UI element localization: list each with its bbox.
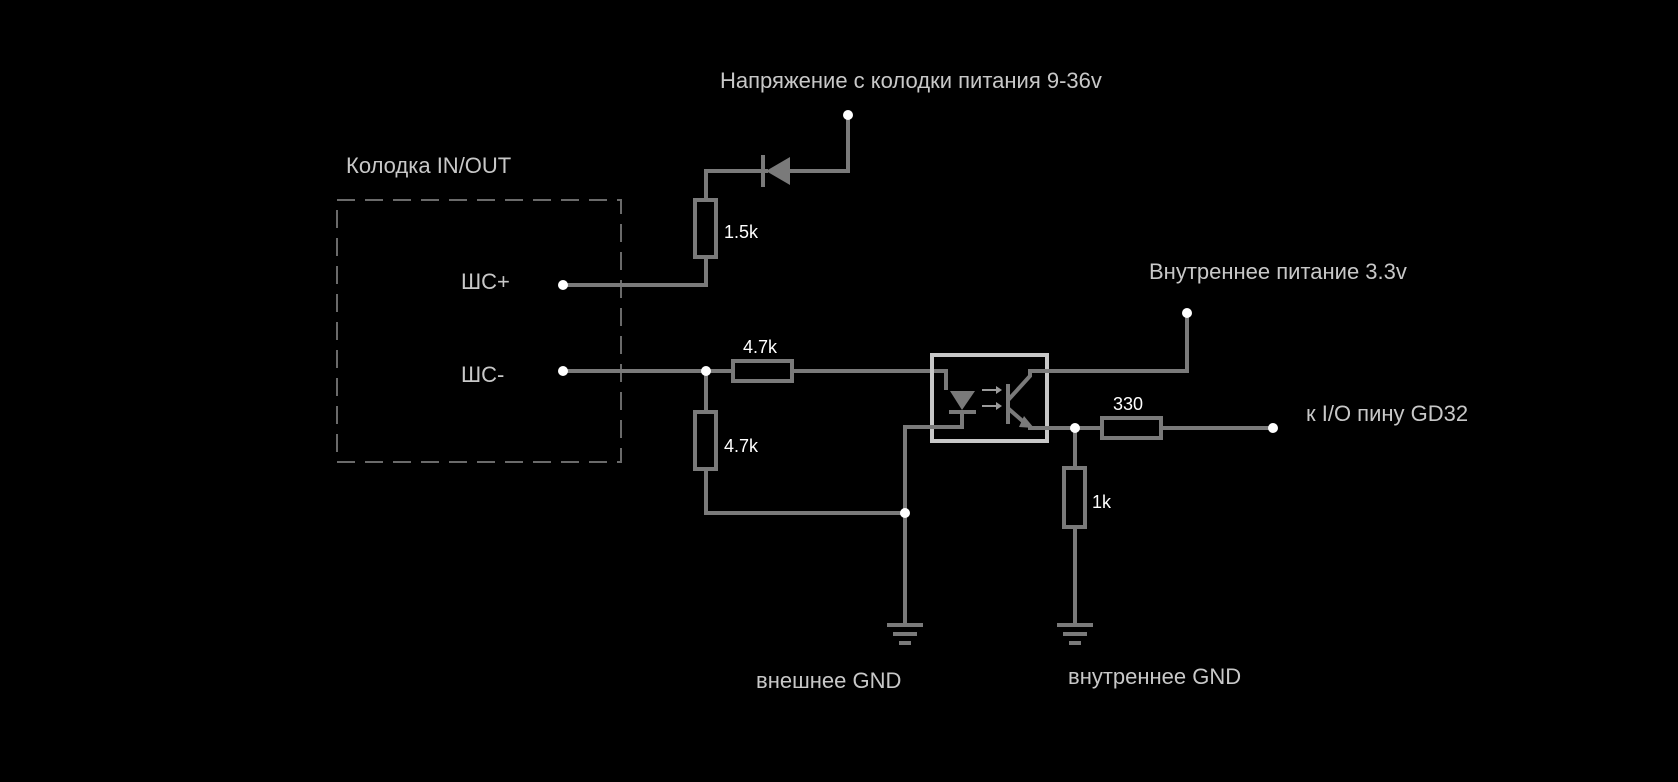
- resistor-4k7-shunt-value: 4.7k: [724, 436, 759, 456]
- resistor-4k7-series-value: 4.7k: [743, 337, 778, 357]
- shs-plus-label: ШС+: [461, 269, 510, 294]
- connector-block-label: Колодка IN/OUT: [346, 153, 511, 178]
- shs-minus-node: [558, 366, 568, 376]
- io-pin-label: к I/O пину GD32: [1306, 401, 1468, 426]
- junction-node: [701, 366, 711, 376]
- internal-supply-label: Внутреннее питание 3.3v: [1149, 259, 1407, 284]
- internal-gnd-label: внутреннее GND: [1068, 664, 1241, 689]
- internal-gnd-icon: [1057, 623, 1093, 645]
- resistor-330-value: 330: [1113, 394, 1143, 414]
- external-gnd-label: внешнее GND: [756, 668, 901, 693]
- io-pin-node: [1268, 423, 1278, 433]
- supply-wire: [788, 114, 850, 173]
- junction-node: [1070, 423, 1080, 433]
- resistor-1k: [1062, 466, 1087, 529]
- diode-to-resistor-wire: [704, 169, 768, 202]
- phototransistor-collector: [1007, 369, 1032, 401]
- emitter-arrow-icon: [1019, 416, 1034, 428]
- supply-voltage-label: Напряжение с колодки питания 9-36v: [720, 68, 1102, 93]
- shs-plus-wire: [561, 255, 708, 287]
- led-anode-wire: [790, 369, 948, 390]
- optocoupler-body: [930, 353, 1049, 443]
- connector-block-outline: [336, 199, 622, 463]
- resistor-1k5-value: 1.5k: [724, 222, 759, 242]
- resistor-1k-value: 1k: [1092, 492, 1112, 512]
- shs-plus-node: [558, 280, 568, 290]
- light-arrow-head-1: [996, 386, 1002, 394]
- led-cathode-wire: [903, 410, 964, 627]
- external-gnd-icon: [887, 623, 923, 645]
- shunt-bottom-wire: [704, 467, 907, 515]
- resistor-1k5: [693, 198, 718, 259]
- collector-wire: [1028, 311, 1189, 373]
- internal-supply-node: [1182, 308, 1192, 318]
- light-arrow-head-2: [996, 402, 1002, 410]
- resistor-330: [1100, 416, 1163, 440]
- resistor-4k7-shunt: [693, 410, 718, 471]
- junction-node: [900, 508, 910, 518]
- resistor-4k7-series: [731, 359, 794, 383]
- diode-icon: [766, 157, 790, 185]
- shs-minus-label: ШС-: [461, 362, 504, 387]
- supply-node: [843, 110, 853, 120]
- led-icon: [950, 391, 975, 410]
